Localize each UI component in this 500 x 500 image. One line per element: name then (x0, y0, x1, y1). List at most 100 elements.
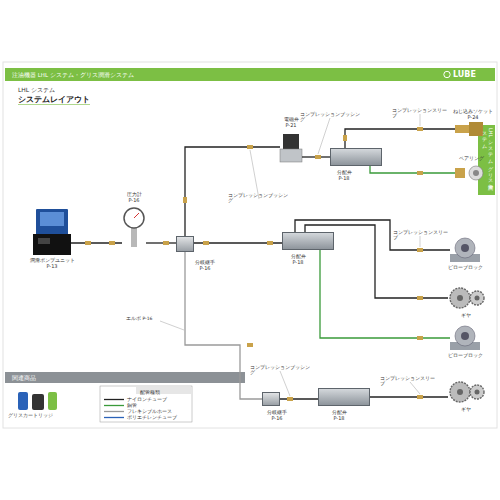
fitting-label: エルボ P-16 (126, 316, 170, 321)
pipe-fitting (183, 197, 187, 203)
branch-fitting: 分岐継手P-16 (176, 236, 194, 252)
gear-pair: ギヤ (448, 286, 484, 310)
legend-line (104, 410, 124, 411)
pipe-fitting (85, 241, 91, 245)
label-block: 圧力計P-16 (110, 191, 158, 203)
pipe-fitting (417, 171, 423, 175)
pillow-housing (455, 238, 475, 258)
gear-wheel (470, 385, 484, 399)
bearing-fitting (455, 168, 465, 178)
component-name: ギヤ (448, 312, 484, 318)
gauge-stem (131, 228, 137, 247)
band-heading: 関連商品 (12, 375, 72, 382)
pipe-fitting (417, 296, 423, 300)
label-block: ピローブロック (444, 264, 486, 270)
product-caption: グリスカートリッジ (8, 413, 64, 418)
pipe-fitting (163, 241, 169, 245)
brand-logo: LUBE (453, 70, 493, 80)
component-name: 分岐継手 (185, 259, 225, 265)
related-band (5, 372, 245, 383)
pipe-fitting (247, 343, 253, 347)
component-name: ギヤ (448, 406, 484, 412)
gauge-needle (134, 213, 139, 218)
pipe-line (370, 166, 455, 173)
component-name: 分配弁 (319, 409, 359, 415)
legend-header (136, 387, 191, 394)
legend-text: 銅管 (127, 403, 137, 408)
pipe-fitting (109, 241, 115, 245)
pipe-fitting (203, 241, 209, 245)
leader-line (160, 321, 184, 330)
pipe-fitting (247, 145, 253, 149)
gear-hub (475, 390, 480, 395)
fitting-label: コンプレッションブッシング (250, 365, 312, 376)
page-reference: P-24 (453, 114, 493, 120)
legend-line (104, 404, 124, 405)
legend-row: ナイロンチューブ (104, 396, 190, 402)
logo-mark (444, 71, 450, 77)
pipe-line (185, 252, 262, 399)
section-name: LHL システム (18, 86, 108, 93)
header-bar (5, 68, 495, 81)
legend-line (104, 416, 124, 417)
pipe-line (320, 250, 450, 338)
legend-text: ナイロンチューブ (127, 397, 167, 402)
legend-line (104, 398, 124, 399)
fitting-label: コンプレッションスリーブ (393, 230, 451, 241)
legend-text: フレキシブルホース (127, 409, 172, 414)
pump-window (40, 212, 64, 226)
component-name: 分配弁 (329, 169, 359, 175)
distributor-block: 分配弁P-18 (330, 148, 382, 166)
pipe-fitting (417, 127, 423, 131)
leader-line (420, 236, 421, 247)
gear-wheel (470, 291, 484, 305)
label-block: ギヤ (448, 312, 484, 318)
page-title: システムレイアウト (18, 94, 90, 105)
pipe-fitting (315, 155, 321, 159)
pump-unit: 潤滑ポンプユニットP-13 (33, 207, 71, 255)
bearing-ring (469, 166, 483, 180)
fitting-label: コンプレッションスリーブ (380, 376, 438, 387)
distributor-block: 分配弁P-18 (282, 232, 334, 250)
pipe-fitting (343, 135, 347, 141)
pillow-block: ピローブロック (450, 238, 480, 262)
gear-hub (457, 389, 463, 395)
fitting-label: コンプレッションブッシング (228, 193, 290, 204)
bearing: ベアリング (455, 165, 485, 181)
component-name: 潤滑ポンプユニット (25, 257, 79, 263)
legend-row: ポリエチレンチューブ (104, 414, 190, 420)
pump-tank (36, 209, 68, 235)
pipe-fitting (287, 397, 293, 401)
gear-wheel (450, 382, 470, 402)
page-reference: P-16 (257, 415, 297, 421)
fitting-label: コンプレッションブッシング (300, 112, 362, 123)
pipe-line (370, 396, 448, 397)
label-block: 分配弁P-18 (283, 253, 313, 265)
leader-line (410, 382, 420, 394)
page-sheet (3, 62, 497, 428)
pillow-block: ピローブロック (450, 326, 480, 350)
component-name: ピローブロック (444, 264, 486, 270)
label-block: ピローブロック (444, 352, 486, 358)
gauge-dial (124, 208, 144, 228)
leader-line (250, 150, 259, 199)
pipe-fitting (417, 248, 423, 252)
socket-body (455, 125, 469, 133)
legend-heading: 配管種類 (140, 389, 188, 395)
solenoid-coil (283, 134, 299, 149)
header-text: 注油機器 LHL システム・グリス潤滑システム (12, 72, 232, 79)
component-name: 圧力計 (110, 191, 158, 197)
page-reference: P-13 (25, 263, 79, 269)
label-block: 分配弁P-18 (329, 169, 359, 181)
legend-sample (104, 409, 124, 414)
leader-line (280, 371, 290, 396)
screw-socket: ねじ込みソケットP-24 (455, 122, 483, 136)
page-reference: P-16 (110, 197, 158, 203)
label-block: ベアリング (451, 155, 491, 161)
legend-sample (104, 403, 124, 408)
label-block: 分配弁P-18 (319, 409, 359, 421)
pipe-line (185, 147, 280, 236)
gear-hub (475, 296, 480, 301)
gear-hub (457, 295, 463, 301)
solenoid-valve: 電磁弁P-21 (280, 132, 302, 162)
